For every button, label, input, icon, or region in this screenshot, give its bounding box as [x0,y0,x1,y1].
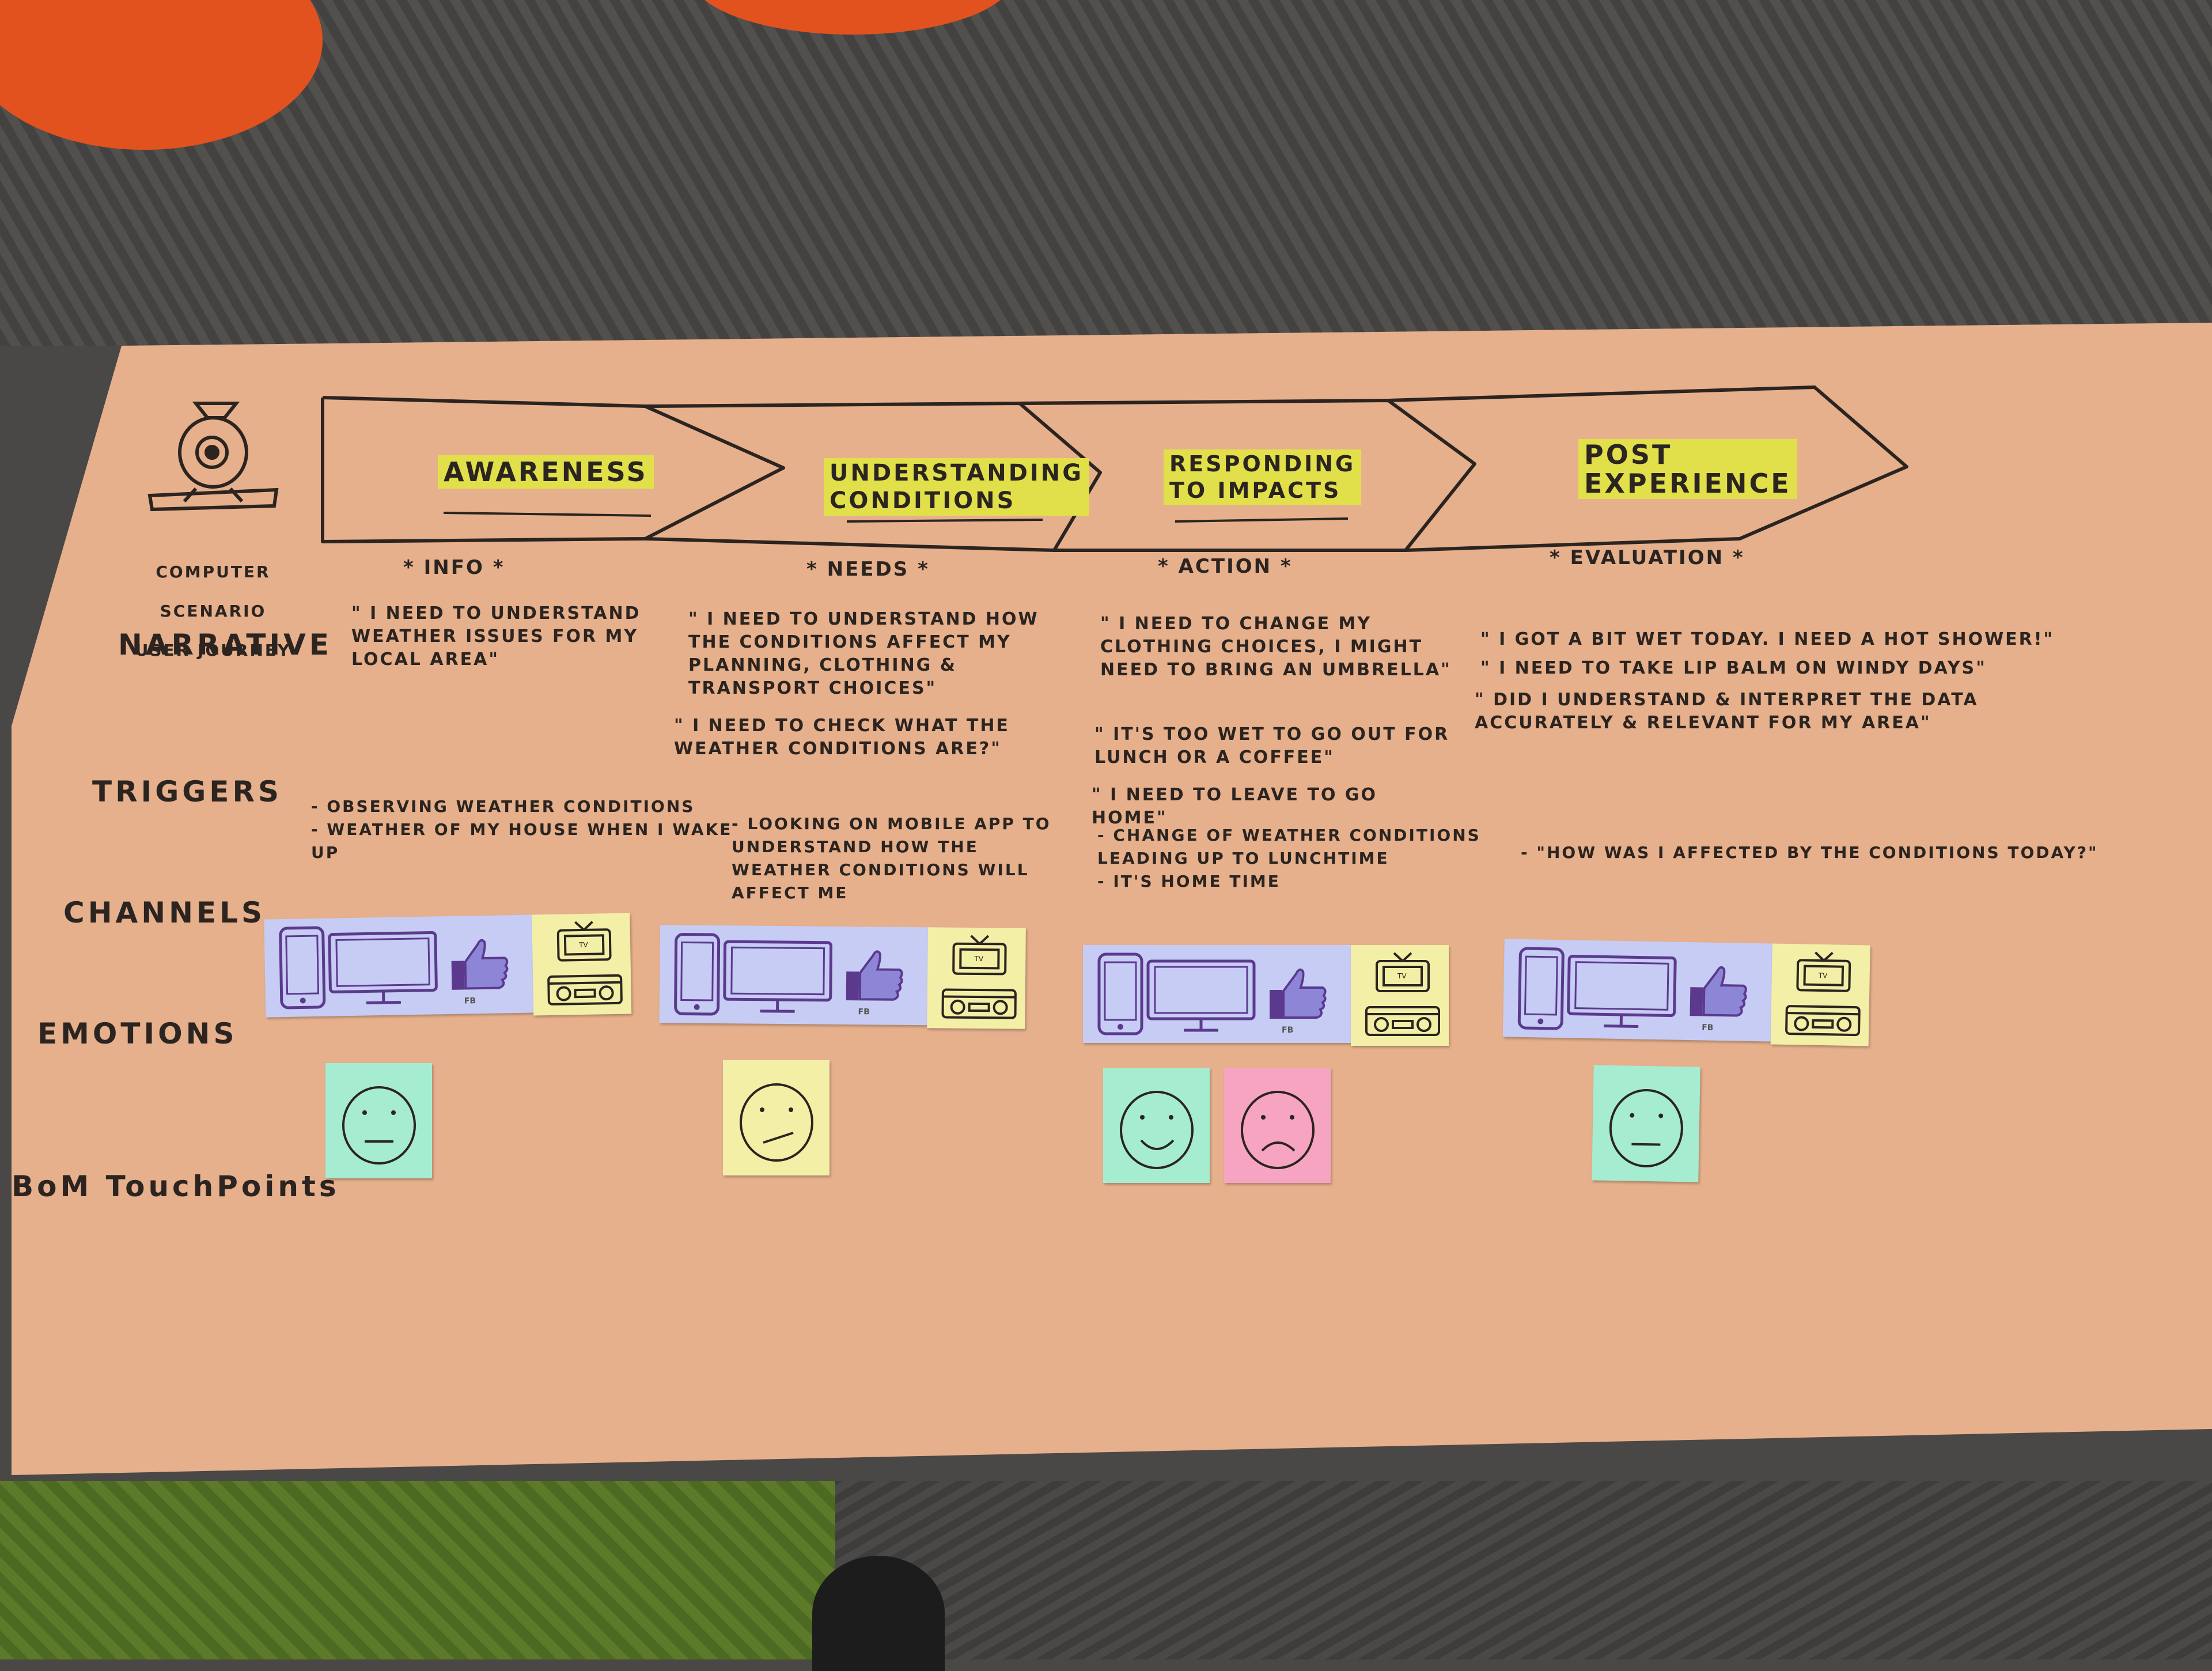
tv-radio-icon: TV [540,918,628,1014]
row-label-narrative: Narrative [118,628,332,661]
facebook-tag: FB [464,996,476,1005]
narrative-responding-1: " I need to change my clothing choices, … [1100,613,1457,682]
svg-text:TV: TV [578,941,589,949]
emotion-note-unsure [723,1060,830,1175]
face-neutral-icon [1602,1076,1690,1172]
narrative-post-1: " I got a bit wet today. I need a hot sh… [1480,628,2062,651]
trigger-understanding: - Looking on mobile app to understand ho… [732,812,1077,905]
narrative-awareness-1: " I need to understand weather issues fo… [351,602,651,671]
mobile-icon [1514,945,1568,1035]
mobile-icon [275,924,329,1014]
facebook-tag: FB [1282,1026,1293,1035]
row-label-touchpoints: BoM TouchPoints [12,1170,340,1203]
mobile-icon [1094,951,1146,1039]
emotion-note-happy [1103,1068,1210,1183]
facebook-like-icon [1267,962,1331,1028]
channel-group-3: TV FB [1083,945,1452,1060]
facebook-like-icon [449,932,513,999]
narrative-post-2: " I need to take lip balm on windy days" [1480,657,2062,680]
svg-text:TV: TV [1397,972,1407,980]
mobile-icon [671,931,723,1020]
desktop-icon [1563,951,1680,1036]
narrative-responding-3: " I need to leave to go home" [1092,784,1460,830]
channel-group-4: TV FB [1502,939,1873,1060]
narrative-understanding-2: " I need to check what the weather condi… [674,714,1043,761]
facebook-tag: FB [1702,1023,1714,1032]
channel-group-1: TV FB [264,913,634,1034]
tv-radio-icon: TV [1359,950,1446,1044]
trigger-responding: - Change of weather conditions leading u… [1097,824,1501,893]
tv-radio-icon: TV [1779,948,1868,1045]
facebook-like-icon [1687,959,1752,1026]
emotion-note-neutral [1592,1065,1700,1182]
computer-user-logo [138,392,288,527]
emotion-note-sad [1224,1068,1331,1183]
stage-title-responding: Responding to Impacts [1164,449,1361,505]
narrative-understanding-1: " I need to understand how the condition… [688,608,1057,700]
stage-subtitle-responding: * Action * [1158,555,1293,578]
channel-group-2: TV FB [659,925,1029,1044]
svg-text:TV: TV [1818,971,1828,980]
map-title-line-1: Computer [132,562,294,582]
stage-subtitle-post: * Evaluation * [1550,546,1745,569]
svg-text:TV: TV [974,955,983,963]
stage-title-awareness: Awareness [438,455,654,489]
tv-radio-icon: TV [935,932,1022,1027]
desktop-icon [1143,957,1259,1039]
face-neutral-icon [336,1073,422,1168]
trigger-post: - "How was I affected by the conditions … [1521,841,2103,864]
desktop-icon [719,937,835,1021]
face-sad-icon [1234,1078,1321,1173]
narrative-post-3: " Did I understand & interpret the data … [1475,689,1993,735]
narrative-responding-2: " It's too wet to go out for lunch or a … [1094,723,1452,769]
row-label-triggers: Triggers [92,775,282,808]
facebook-like-icon [844,944,908,1010]
facebook-tag: FB [858,1007,870,1016]
stage-subtitle-understanding: * Needs * [806,558,930,581]
trigger-awareness: - Observing weather conditions - Weather… [311,795,749,864]
map-title-line-2: Scenario [132,602,294,621]
stage-title-understanding: Understanding Conditions [824,458,1089,516]
face-unsure-icon [733,1071,820,1165]
desktop-icon [325,928,441,1012]
emotion-note-neutral [325,1063,432,1178]
stage-title-post: Post Experience [1578,439,1797,499]
stage-subtitle-awareness: * Info * [403,556,505,579]
row-label-emotions: Emotions [37,1017,238,1050]
face-happy-icon [1113,1078,1200,1173]
row-label-channels: Channels [63,896,266,929]
